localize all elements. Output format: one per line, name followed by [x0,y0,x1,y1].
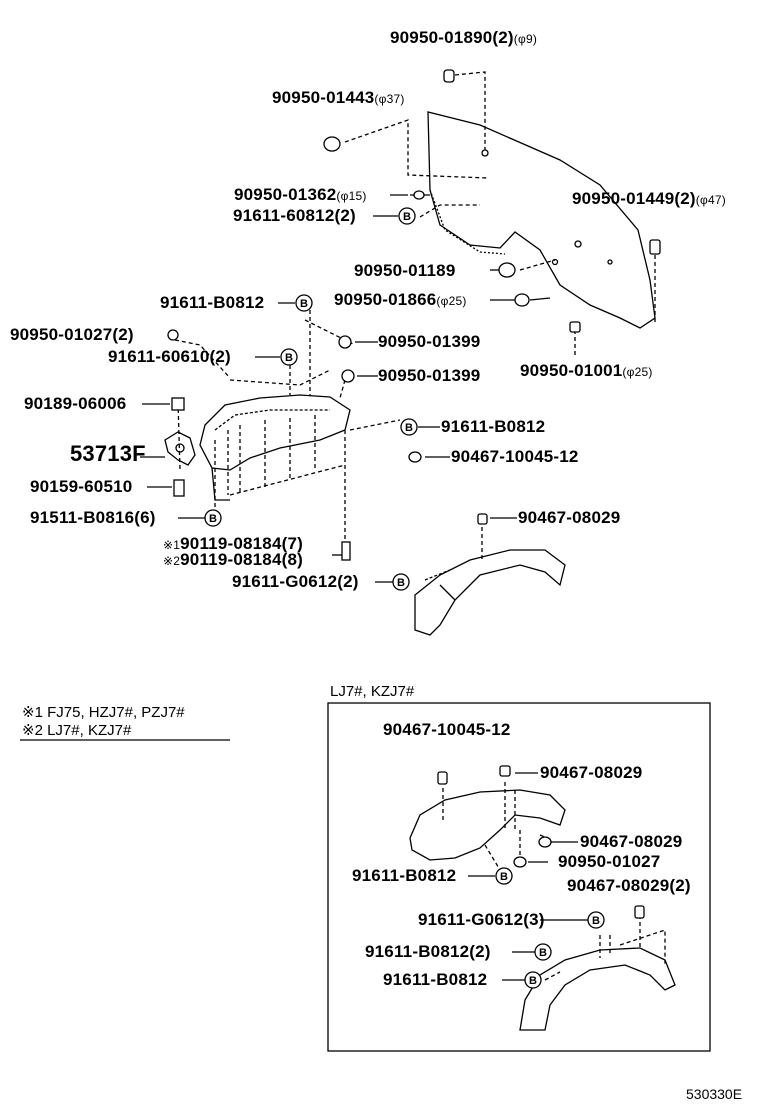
bolt-b-icon [398,207,416,225]
bolt-b-symbol: B [300,298,308,310]
bolt-b-icon [280,348,298,366]
model-note-1: ※1 FJ75, HZJ7#, PZJ7# [22,704,185,721]
plug-icon [569,321,581,333]
bolt-icon [173,479,185,497]
plug-icon [167,329,179,341]
part-label: 90950-01189 [354,261,456,280]
bolt-b-icon [524,971,542,989]
clip-icon [538,836,552,848]
model-note-2: ※2 LJ7#, KZJ7# [22,722,132,739]
part-label: ※290119-08184(8) [163,550,303,569]
part-label: 90950-01399 [378,366,481,385]
plug-icon [513,856,527,868]
bolt-b-icon [400,418,418,436]
part-label: 90467-08029 [580,832,683,851]
inset-upper-cover [409,789,566,861]
screw-icon [408,451,422,463]
bolt-b-symbol: B [285,352,293,364]
part-label: 91611-B0812(2) [365,942,491,961]
bolt-b-symbol: B [403,211,411,223]
bolt-b-symbol: B [539,947,547,959]
upper-shield-hole [551,258,559,266]
part-label: 91611-60812(2) [233,206,356,225]
plug-icon [498,262,516,278]
part-label: 91611-60610(2) [108,347,231,366]
plug-icon [514,293,530,307]
part-label: 91611-B0812 [160,293,265,312]
part-label: 90950-01449(2)(φ47) [572,189,726,208]
plug-icon [341,369,355,383]
clip-icon [499,765,511,777]
clip-icon [634,905,645,919]
part-label: 90189-06006 [24,394,127,413]
bolt-b-symbol: B [500,871,508,883]
lower-cover-outline [199,394,351,471]
bolt-b-icon [204,509,222,527]
part-label: 91611-G0612(3) [418,910,545,929]
part-label: 90950-01027(2) [10,325,134,344]
bracket-53713f [164,431,196,466]
fender-liner [414,549,566,636]
bolt-b-icon [534,943,552,961]
part-label: 91611-G0612(2) [232,572,359,591]
bolt-b-icon [495,867,513,885]
upper-shield-edge [429,189,506,255]
plug-icon [338,335,352,349]
grommet-icon [443,69,455,83]
part-label: 91611-B0812 [383,970,488,989]
part-label: 91611-B0812 [352,866,457,885]
upper-shield-hole [574,240,582,248]
part-label: 90950-01362(φ15) [234,185,367,204]
part-label: 90467-10045-12 [383,720,511,739]
part-label: 90950-01399 [378,332,481,351]
figure-code: 530330E [686,1086,743,1102]
bolt-b-symbol: B [397,577,405,589]
upper-shield-hole [607,259,613,265]
inset-title: LJ7#, KZJ7# [330,683,415,700]
bolt-b-symbol: B [209,513,217,525]
bolt-b-symbol: B [592,915,600,927]
part-label: 90467-10045-12 [451,447,579,466]
part-label: 91611-B0812 [441,417,546,436]
bolt-b-icon [295,294,313,312]
part-label: 90950-01890(2)(φ9) [390,28,538,47]
bolt-b-symbol: B [529,975,537,987]
clip-icon [477,513,488,525]
upper-shield-outline [427,111,656,329]
part-label: 90950-01001(φ25) [520,361,653,380]
part-label: 90950-01866(φ25) [334,290,467,309]
part-label: 90467-08029(2) [567,876,691,895]
lower-cover-inner [214,409,330,431]
bolt-icon [341,541,351,561]
bolt-b-icon [392,573,410,591]
plug-icon [323,136,341,152]
part-label-53713f: 53713F [70,441,146,466]
part-label: 90950-01443(φ37) [272,88,405,107]
part-label: 90950-01027 [558,852,661,871]
clip-icon [437,771,448,785]
bolt-b-symbol: B [405,422,413,434]
part-label: ※190119-08184(7) [163,534,303,553]
part-label: 91511-B0816(6) [30,508,156,527]
inset-fender-liner [519,947,676,1031]
inset-frame [327,702,711,1052]
upper-shield-hole [481,149,489,157]
part-label: 90467-08029 [540,763,643,782]
part-label: 90159-60510 [30,477,133,496]
bolt-b-icon [587,911,605,929]
plug-icon [413,190,425,200]
nut-icon [171,397,185,411]
part-label: 90467-08029 [518,508,621,527]
plug-icon [649,239,661,255]
